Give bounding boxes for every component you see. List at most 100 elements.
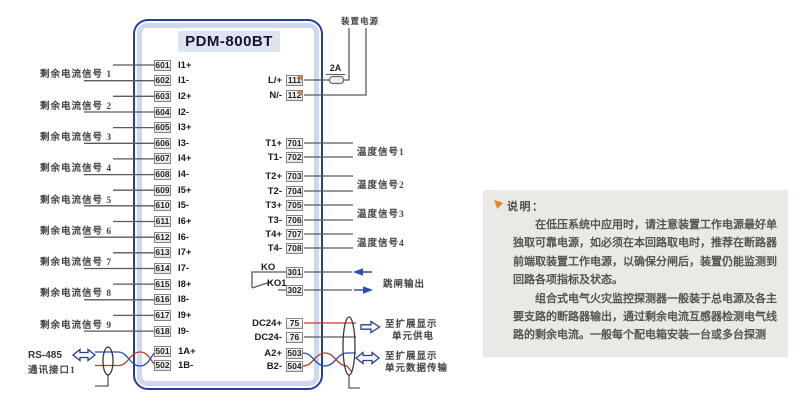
terminal-603: 603 — [154, 90, 171, 102]
pin-label-I4-: I4- — [178, 169, 190, 181]
note-paragraph-2: 组合式电气火灾监控探测器一般装于总电源及各主要支路的断路器输出，通过剩余电流互感… — [513, 292, 777, 342]
residual-signal-label-7: 剩余电流信号 7 — [40, 258, 113, 269]
terminal-301: 301 — [286, 266, 303, 278]
rs485-label-line1: RS-485 — [28, 350, 62, 361]
residual-signal-label-5: 剩余电流信号 5 — [40, 195, 113, 206]
device-title: PDM-800BT — [178, 31, 280, 52]
temperature-signal-label-2: 温度信号2 — [357, 181, 405, 191]
fuse-2a — [328, 75, 345, 85]
rs485-cable-shield-ellipse — [102, 346, 114, 376]
temperature-signal-label-1: 温度信号1 — [357, 147, 405, 158]
terminal-504: 504 — [286, 360, 303, 372]
terminal-label-n: N/- — [269, 89, 282, 101]
residual-signal-label-3: 剩余电流信号 3 — [40, 132, 113, 143]
terminal-613: 613 — [154, 247, 171, 259]
terminal-502: 502 — [154, 359, 171, 371]
expansion-cable-shield-ellipse — [342, 316, 356, 376]
pin-label-1A+: 1A+ — [178, 345, 196, 357]
pin-label-I5-: I5- — [178, 200, 190, 212]
terminal-614: 614 — [154, 263, 171, 274]
terminal-617: 617 — [154, 309, 171, 321]
residual-signal-label-4: 剩余电流信号 4 — [40, 164, 113, 175]
residual-signal-label-6: 剩余电流信号 6 — [40, 226, 113, 237]
pin-label-I6+: I6+ — [178, 216, 192, 227]
terminal-604: 604 — [154, 106, 171, 118]
terminal-302: 302 — [286, 284, 303, 296]
residual-signal-label-9: 剩余电流信号 9 — [40, 320, 113, 331]
note-paragraph-1: 在低压系统中应用时，请注意装置工作电源最好单独取可靠电源，如必须在本回路取电时，… — [513, 219, 777, 287]
terminal-612: 612 — [154, 231, 171, 243]
residual-signal-label-1: 剩余电流信号 1 — [40, 70, 113, 81]
terminal-616: 616 — [154, 294, 171, 306]
terminal-602: 602 — [154, 75, 171, 87]
temperature-signal-label-3: 温度信号3 — [357, 210, 405, 220]
pin-label-T4-: T4- — [267, 242, 282, 254]
rs485-double-arrow-icon — [71, 348, 97, 362]
pin-label-I6-: I6- — [178, 231, 190, 243]
pin-label-I7+: I7+ — [178, 247, 192, 259]
pin-label-B2-: B2- — [266, 360, 282, 372]
pin-label-T2-: T2- — [267, 185, 282, 197]
pin-label-T3+: T3+ — [265, 199, 282, 211]
trip-output-arrowheads — [353, 268, 373, 294]
residual-signal-label-8: 剩余电流信号 8 — [40, 289, 113, 300]
pin-label-DC24+: DC24+ — [252, 317, 282, 329]
terminal-608: 608 — [154, 169, 171, 181]
pin-label-I8-: I8- — [178, 294, 190, 306]
pin-label-A2+: A2+ — [264, 347, 282, 359]
terminal-75: 75 — [286, 317, 303, 329]
pin-label-I2+: I2+ — [178, 90, 192, 102]
trip-output-arrow-tails — [354, 271, 372, 291]
device-power-label: 装置电源 — [341, 16, 380, 26]
terminal-615: 615 — [154, 278, 171, 290]
note-marker-icon — [494, 200, 503, 209]
terminal-618: 618 — [154, 325, 171, 337]
terminal-503: 503 — [286, 347, 303, 359]
expansion-data-label-line1: 至扩展显示 — [385, 352, 438, 362]
terminal-112: 112 — [286, 89, 303, 101]
relay-contact-label-ko1: KO1 — [267, 278, 287, 289]
pin-label-T1-: T1- — [267, 151, 282, 163]
pin-label-I8+: I8+ — [178, 278, 192, 290]
terminal-76: 76 — [286, 331, 303, 343]
pin-label-I9+: I9+ — [178, 309, 192, 321]
pin-label-T1+: T1+ — [265, 137, 282, 149]
terminal-label-l: L/+ — [268, 74, 282, 86]
pin-label-1B-: 1B- — [178, 359, 194, 371]
terminal-701: 701 — [286, 137, 303, 149]
pin-label-DC24-: DC24- — [254, 331, 282, 343]
rs485-label-line2: 通讯接口1 — [28, 366, 76, 376]
temperature-signal-label-4: 温度信号4 — [357, 238, 405, 249]
terminal-607: 607 — [154, 153, 171, 165]
terminal-601: 601 — [154, 59, 171, 71]
terminal-609: 609 — [154, 184, 171, 196]
pin-label-I1-: I1- — [178, 75, 190, 87]
terminal-605: 605 — [154, 122, 171, 134]
terminal-702: 702 — [286, 151, 303, 163]
pin-label-T3-: T3- — [267, 214, 282, 226]
expansion-data-label-line2: 单元数据传输 — [385, 363, 449, 374]
note-title: 说明： — [507, 201, 545, 213]
pin-label-I5+: I5+ — [178, 184, 192, 196]
pin-label-I9-: I9- — [178, 325, 190, 337]
expansion-data-double-arrow-icon — [354, 351, 381, 365]
fuse-rating-label: 2A — [326, 63, 345, 75]
terminal-501: 501 — [154, 345, 171, 357]
terminal-708: 708 — [286, 242, 303, 254]
terminal-703: 703 — [286, 170, 303, 182]
relay-contact-label-ko: KO — [261, 262, 276, 273]
terminal-611: 611 — [154, 216, 171, 227]
pin-label-I1+: I1+ — [178, 59, 192, 71]
pin-label-T4+: T4+ — [265, 228, 282, 240]
pin-label-I3+: I3+ — [178, 122, 192, 134]
terminal-706: 706 — [286, 214, 303, 226]
expansion-power-arrow-icon — [360, 320, 381, 334]
terminal-606: 606 — [154, 137, 171, 149]
pin-label-I7-: I7- — [178, 263, 190, 274]
pin-label-T2+: T2+ — [265, 170, 282, 182]
expansion-power-label-line1: 至扩展显示 — [385, 320, 438, 330]
expansion-power-label-line2: 单元供电 — [392, 331, 435, 342]
terminal-705: 705 — [286, 199, 303, 211]
note-body: 在低压系统中应用时，请注意装置工作电源最好单独取可靠电源，如必须在本回路取电时，… — [513, 216, 778, 345]
